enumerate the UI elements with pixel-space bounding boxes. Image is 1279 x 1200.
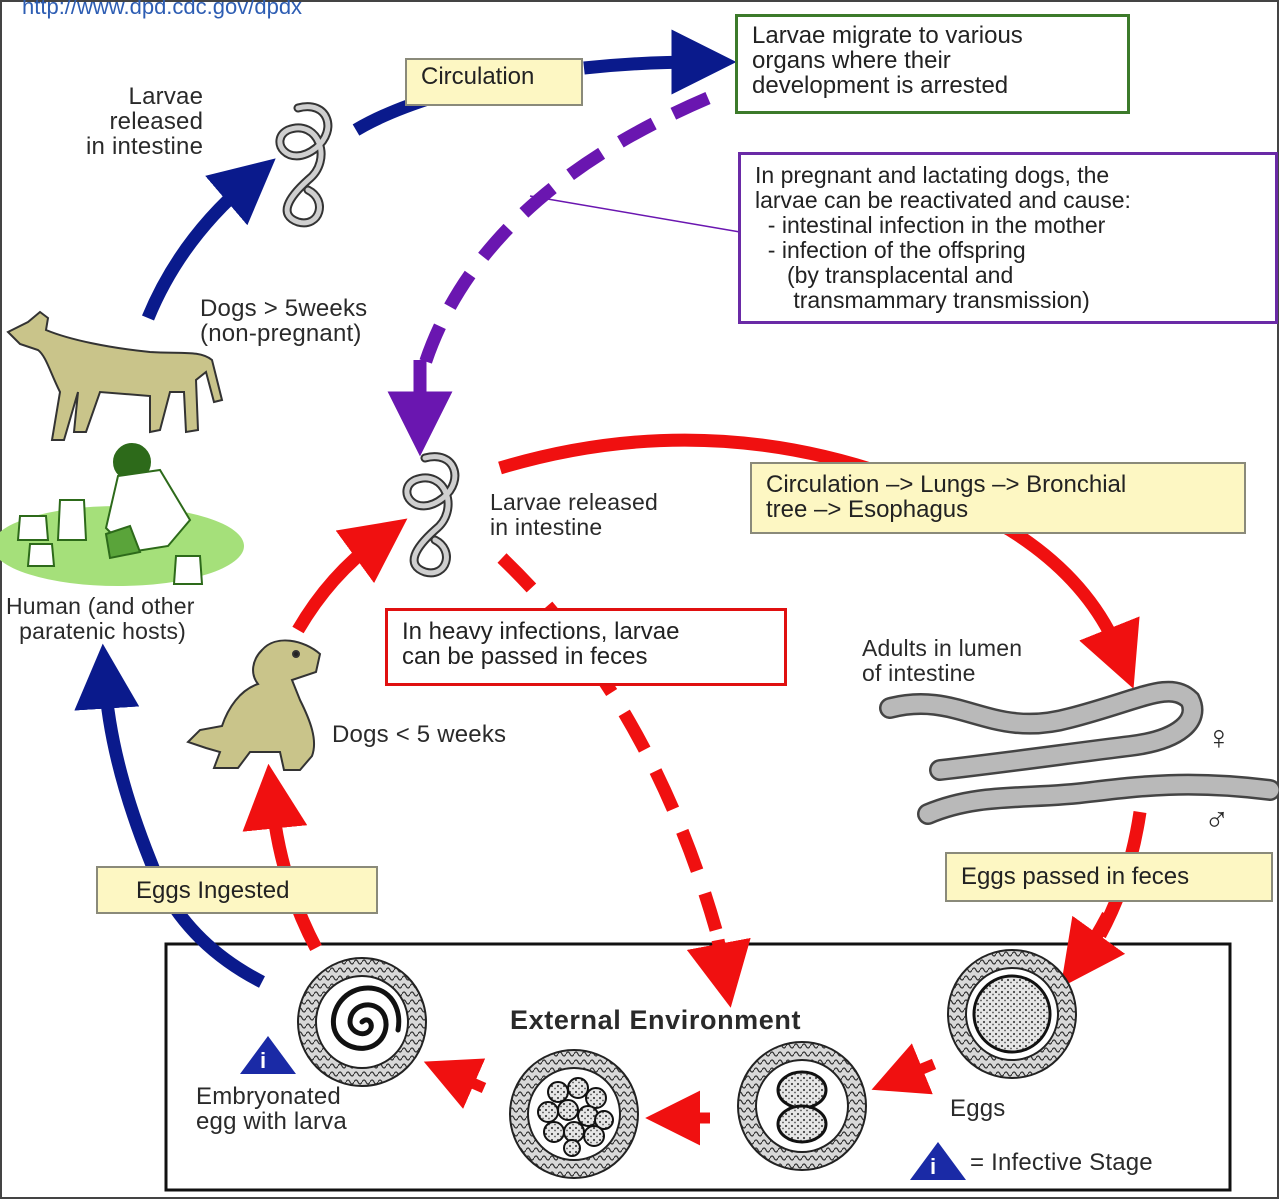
infective-stage-legend: = Infective Stage bbox=[970, 1149, 1153, 1176]
egg-icon bbox=[509, 1049, 639, 1179]
egg-icon bbox=[297, 957, 427, 1087]
pregnant-callout-line bbox=[529, 195, 741, 233]
arrow-egg-stage-1 bbox=[871, 1043, 937, 1095]
source-url[interactable]: http://www.dpd.cdc.gov/dpdx bbox=[22, 0, 303, 19]
male-symbol: ♂ bbox=[1204, 801, 1230, 839]
info-glyph: i bbox=[260, 1048, 267, 1073]
external-environment-title: External Environment bbox=[510, 1005, 802, 1035]
human-label: Human (and other paratenic hosts) bbox=[6, 593, 195, 644]
arrow-egg-to-human bbox=[74, 643, 265, 988]
arrow-heavy-infection-head bbox=[686, 937, 751, 1008]
arrow-egg-stage-3 bbox=[423, 1058, 487, 1109]
dogs-over-5-weeks-label: Dogs > 5weeks (non-pregnant) bbox=[200, 295, 368, 347]
larvae-released-mid-label: Larvae released in intestine bbox=[490, 489, 658, 540]
arrow-circulation-to-organs bbox=[583, 29, 737, 95]
arrow-dog-to-larvae bbox=[141, 158, 276, 321]
arrow-reactivation bbox=[413, 92, 711, 382]
arrow-adults-to-eggs-head bbox=[1060, 912, 1126, 988]
info-glyph: i bbox=[930, 1154, 937, 1179]
larva-icon bbox=[402, 452, 460, 578]
adults-label: Adults in lumen of intestine bbox=[862, 635, 1023, 686]
female-symbol: ♀ bbox=[1206, 719, 1232, 757]
dogs-under-5-weeks-label: Dogs < 5 weeks bbox=[332, 721, 507, 748]
arrow-heavy-infection bbox=[497, 553, 723, 932]
eggs-passed-box: Eggs passed in feces bbox=[945, 852, 1273, 902]
circulation-lungs-box: Circulation –> Lungs –> Bronchial tree –… bbox=[750, 462, 1246, 534]
pregnant-box: In pregnant and lactating dogs, the larv… bbox=[738, 152, 1278, 324]
eggs-ingested-box: Eggs Ingested bbox=[96, 866, 378, 914]
embryonated-egg-label: Embryonated egg with larva bbox=[196, 1083, 347, 1135]
child-icon bbox=[0, 443, 244, 586]
puppy-icon bbox=[186, 639, 322, 771]
dog-icon bbox=[6, 310, 224, 441]
info-triangle-icon bbox=[240, 1036, 296, 1074]
larvae-released-top-label: Larvae released in intestine bbox=[86, 83, 204, 160]
circulation-box: Circulation bbox=[405, 58, 583, 106]
info-triangle-icon bbox=[910, 1142, 966, 1180]
egg-icon bbox=[737, 1041, 867, 1171]
migrate-box: Larvae migrate to various organs where t… bbox=[735, 14, 1130, 114]
eggs-label: Eggs bbox=[950, 1095, 1006, 1122]
egg-icon bbox=[947, 949, 1077, 1079]
larva-icon bbox=[275, 102, 333, 228]
heavy-infection-box: In heavy infections, larvae can be passe… bbox=[385, 608, 787, 686]
arrow-puppy-to-larvae bbox=[292, 518, 408, 634]
adult-worm-icon bbox=[879, 680, 1279, 825]
